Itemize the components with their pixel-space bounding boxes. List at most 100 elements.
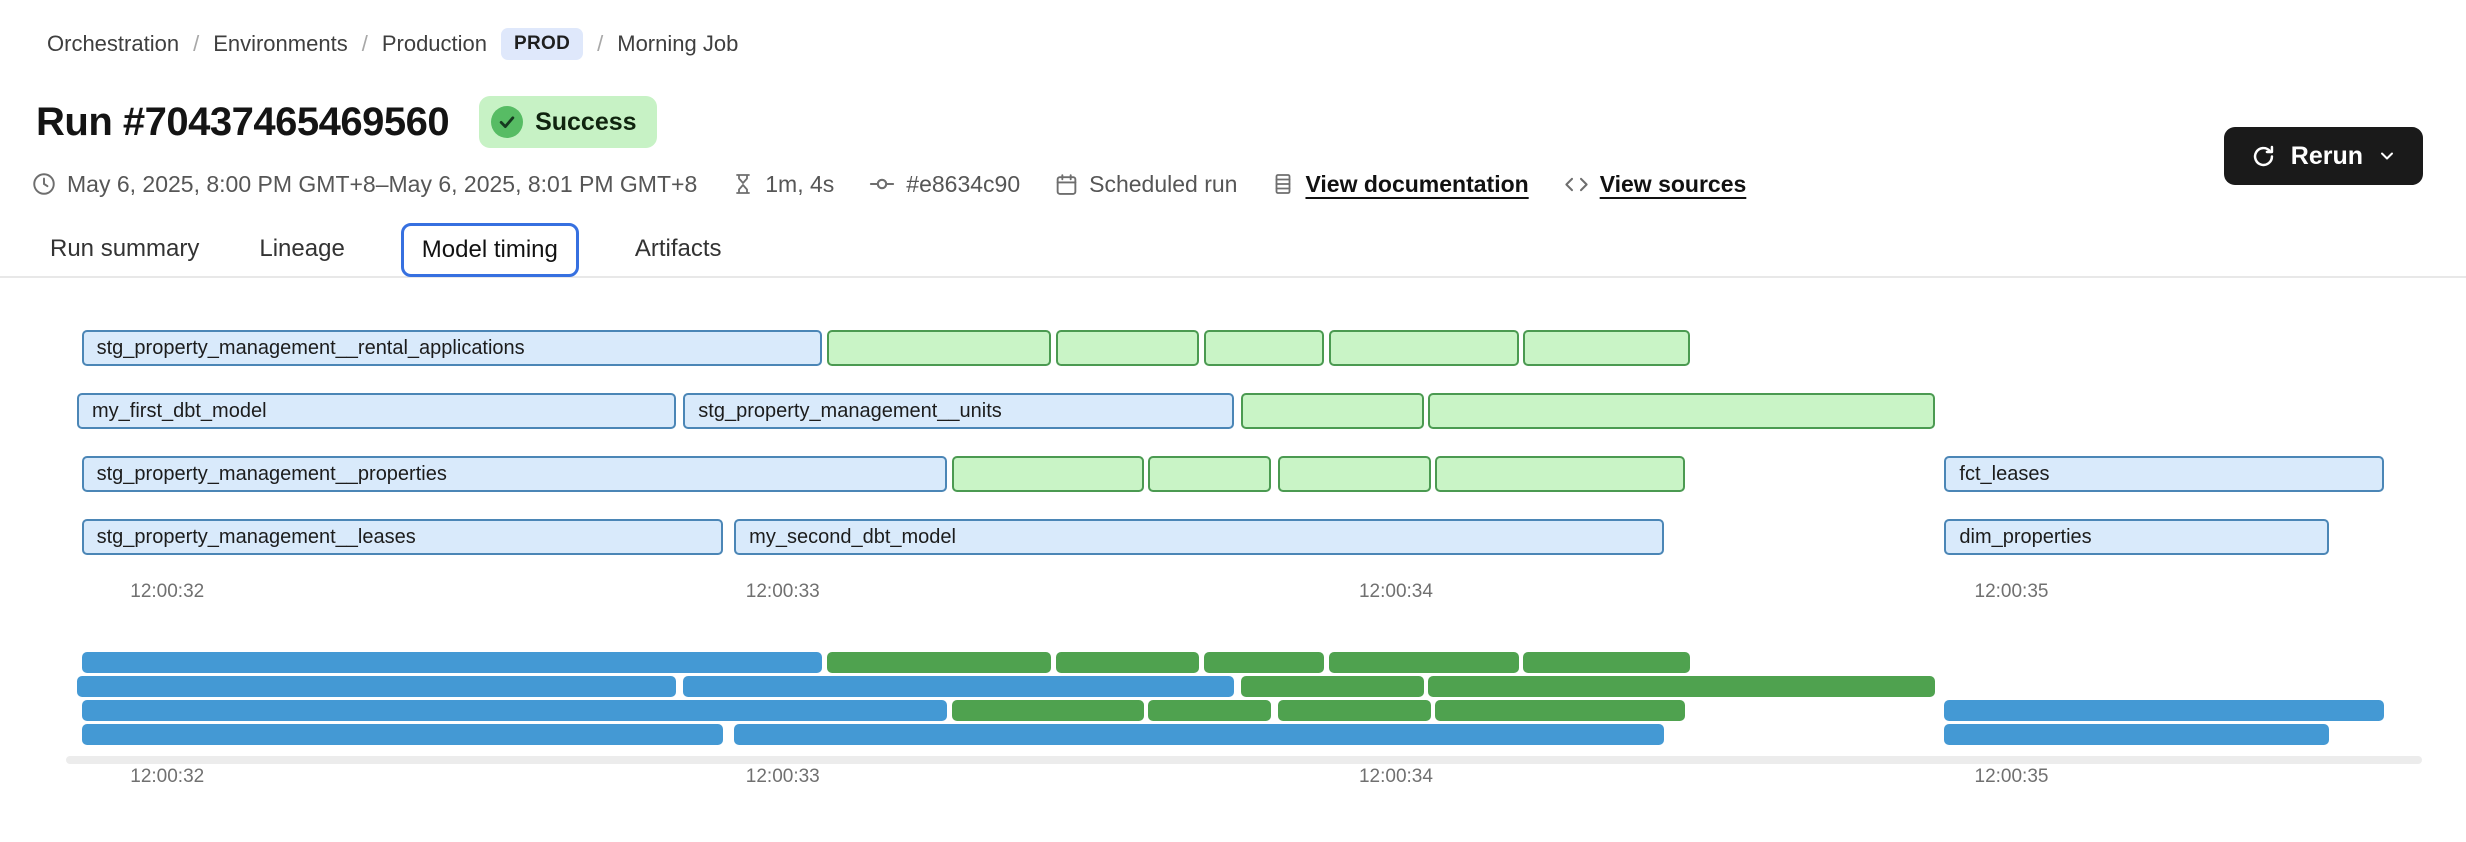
- view-sources-link[interactable]: View sources: [1599, 170, 1747, 197]
- gantt-bar-label: my_first_dbt_model: [92, 400, 267, 422]
- model-timing-gantt: stg_property_management__rental_applicat…: [77, 330, 2391, 565]
- tab-artifacts[interactable]: Artifacts: [634, 235, 722, 262]
- tab-lineage[interactable]: Lineage: [259, 235, 345, 262]
- gantt-bar[interactable]: [1277, 456, 1431, 492]
- gantt-bar-label: fct_leases: [1959, 463, 2050, 485]
- breadcrumb-item-production[interactable]: Production: [381, 31, 488, 56]
- gantt-bar-label: stg_property_management__properties: [96, 463, 447, 485]
- view-sources[interactable]: View sources: [1563, 170, 1747, 198]
- gantt-bar[interactable]: fct_leases: [1944, 456, 2385, 492]
- gantt-bar[interactable]: [1428, 393, 1936, 429]
- gantt-bar[interactable]: [1055, 330, 1200, 366]
- axis-tick-label: 12:00:32: [130, 581, 205, 602]
- environment-badge: PROD: [501, 28, 584, 60]
- tab-run-summary[interactable]: Run summary: [50, 235, 200, 262]
- gantt-bar[interactable]: [1523, 330, 1690, 366]
- gantt-bar[interactable]: [1148, 456, 1272, 492]
- success-check-icon: [491, 106, 524, 138]
- run-type: Scheduled run: [1054, 171, 1237, 198]
- minimap-bar: [1148, 700, 1272, 721]
- minimap-scrollbar-track[interactable]: [66, 756, 2422, 764]
- minimap-bar: [1203, 652, 1325, 673]
- clock-icon: [31, 171, 57, 197]
- gantt-bar[interactable]: my_first_dbt_model: [77, 393, 677, 429]
- axis-tick-label: 12:00:34: [1358, 581, 1433, 602]
- gantt-time-axis: 12:00:32 12:00:33 12:00:34 12:00:35: [77, 581, 2391, 607]
- rerun-button[interactable]: Rerun: [2223, 127, 2423, 185]
- gantt-bar[interactable]: [1203, 330, 1325, 366]
- breadcrumb-item-environments[interactable]: Environments: [213, 31, 348, 56]
- gantt-bar[interactable]: dim_properties: [1944, 519, 2329, 555]
- gantt-bar[interactable]: [1328, 330, 1519, 366]
- commit: #e8634c90: [868, 170, 1020, 198]
- breadcrumb-separator: /: [597, 31, 604, 56]
- minimap-bar: [1328, 652, 1519, 673]
- minimap-bar: [77, 676, 677, 697]
- axis-tick-label: 12:00:32: [130, 766, 205, 787]
- axis-tick-label: 12:00:35: [1974, 766, 2049, 787]
- status-text: Success: [535, 107, 637, 136]
- run-type-text: Scheduled run: [1089, 170, 1238, 197]
- view-documentation-link[interactable]: View documentation: [1305, 170, 1529, 197]
- gantt-bar[interactable]: [1435, 456, 1686, 492]
- breadcrumb-separator: /: [361, 31, 368, 56]
- minimap-bar: [1944, 700, 2385, 721]
- breadcrumb-item-morning-job[interactable]: Morning Job: [617, 31, 739, 56]
- commit-icon: [868, 170, 896, 198]
- gantt-bar[interactable]: stg_property_management__rental_applicat…: [81, 330, 823, 366]
- minimap-time-axis: 12:00:32 12:00:33 12:00:34 12:00:35: [77, 766, 2391, 792]
- code-icon: [1563, 171, 1590, 198]
- gantt-bar[interactable]: [1240, 393, 1424, 429]
- gantt-bar[interactable]: [951, 456, 1144, 492]
- minimap-bar: [826, 652, 1052, 673]
- hourglass-icon: [731, 172, 755, 196]
- gantt-bar[interactable]: stg_property_management__leases: [81, 519, 723, 555]
- rerun-label: Rerun: [2290, 141, 2363, 170]
- gantt-bar[interactable]: stg_property_management__properties: [81, 456, 948, 492]
- gantt-bar-label: my_second_dbt_model: [749, 526, 956, 548]
- duration: 1m, 4s: [731, 171, 834, 198]
- tab-bar: Run summary Lineage Model timing Artifac…: [0, 222, 2466, 278]
- refresh-icon: [2250, 143, 2277, 170]
- axis-tick-label: 12:00:35: [1974, 581, 2049, 602]
- gantt-bar-label: stg_property_management__leases: [96, 526, 416, 548]
- gantt-bar-label: stg_property_management__rental_applicat…: [96, 337, 525, 359]
- minimap-bar: [1240, 676, 1424, 697]
- minimap-bar: [1523, 652, 1690, 673]
- breadcrumb-separator: /: [193, 31, 200, 56]
- status-badge: Success: [479, 96, 657, 148]
- axis-tick-label: 12:00:34: [1358, 766, 1433, 787]
- page-title: Run #70437465469560: [36, 99, 450, 144]
- minimap-bar: [1277, 700, 1431, 721]
- commit-hash-text: #e8634c90: [906, 170, 1021, 197]
- minimap-bar: [683, 676, 1234, 697]
- minimap-bar: [81, 724, 723, 745]
- gantt-bar-label: dim_properties: [1959, 526, 2092, 548]
- breadcrumb: Orchestration / Environments / Productio…: [47, 28, 738, 60]
- run-metadata: May 6, 2025, 8:00 PM GMT+8–May 6, 2025, …: [31, 170, 1746, 198]
- axis-tick-label: 12:00:33: [745, 581, 820, 602]
- minimap-bar: [1428, 676, 1936, 697]
- gantt-bar-label: stg_property_management__units: [698, 400, 1002, 422]
- calendar-icon: [1054, 172, 1079, 197]
- minimap-bar: [951, 700, 1144, 721]
- view-documentation[interactable]: View documentation: [1271, 170, 1529, 198]
- axis-tick-label: 12:00:33: [745, 766, 820, 787]
- gantt-minimap[interactable]: [77, 652, 2391, 748]
- time-range-text: May 6, 2025, 8:00 PM GMT+8–May 6, 2025, …: [67, 170, 698, 197]
- minimap-bar: [1435, 700, 1686, 721]
- duration-text: 1m, 4s: [765, 170, 835, 197]
- minimap-bar: [81, 700, 948, 721]
- chevron-down-icon: [2377, 146, 2397, 166]
- gantt-bar[interactable]: stg_property_management__units: [683, 393, 1234, 429]
- minimap-bar: [81, 652, 823, 673]
- breadcrumb-item-orchestration[interactable]: Orchestration: [47, 31, 180, 56]
- gantt-bar[interactable]: my_second_dbt_model: [734, 519, 1665, 555]
- minimap-bar: [1944, 724, 2329, 745]
- document-icon: [1271, 172, 1295, 196]
- title-row: Run #70437465469560 Success: [36, 96, 657, 148]
- gantt-bar[interactable]: [826, 330, 1052, 366]
- tab-model-timing[interactable]: Model timing: [400, 223, 579, 277]
- time-range: May 6, 2025, 8:00 PM GMT+8–May 6, 2025, …: [31, 171, 697, 198]
